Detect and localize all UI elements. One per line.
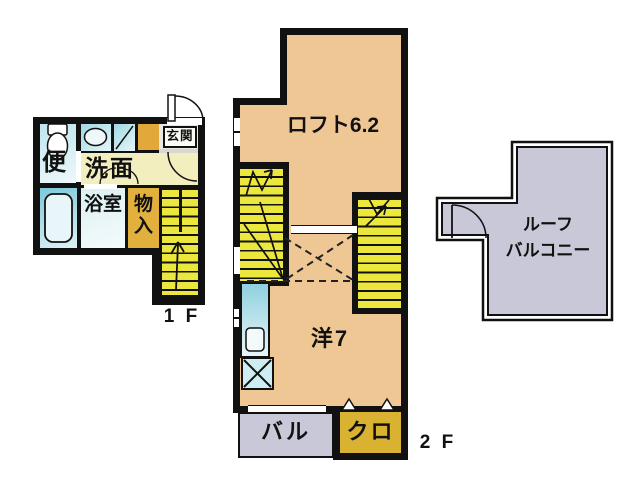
- storage-room: [128, 188, 159, 248]
- bathroom-label: 浴室: [83, 194, 122, 215]
- closet-2f: [340, 412, 401, 453]
- window-marker: [234, 133, 240, 146]
- staircase-2f-right: [352, 192, 408, 314]
- entrance-label-box: 玄関: [163, 126, 197, 148]
- staircase-2f-right-steps: [358, 198, 401, 308]
- roof-door-arc: [451, 204, 487, 239]
- laundry-pan: [114, 124, 135, 151]
- toilet-door-opening: [76, 151, 81, 182]
- window-marker: [234, 309, 239, 317]
- sink-counter: [81, 124, 111, 151]
- washroom-label: 洗面: [85, 155, 135, 181]
- balcony-window: [248, 405, 326, 413]
- bathroom-room: [81, 188, 125, 248]
- entrance-door-opening: [167, 118, 202, 125]
- refrigerator-space: [241, 357, 274, 390]
- staircase-1f-divider: [179, 188, 182, 232]
- roof-balcony-label: ルーフ バルコニー: [484, 212, 612, 264]
- roof-balcony-label-line1: ルーフ: [523, 215, 573, 234]
- entrance-label: 玄関: [166, 129, 194, 144]
- window-marker: [234, 319, 239, 327]
- threshold-opening: [291, 225, 357, 234]
- kitchen-counter: [240, 282, 270, 358]
- entrance-step-strip: [159, 149, 198, 153]
- window-marker: [234, 118, 240, 131]
- balcony-label: バル: [260, 419, 311, 444]
- floor1-label: 1 F: [163, 306, 201, 327]
- toilet-label: 便: [42, 149, 66, 176]
- counter-box: [138, 124, 159, 150]
- bathroom-door-opening: [84, 184, 117, 189]
- roof-balcony-label-line2: バルコニー: [505, 241, 591, 260]
- staircase-2f-left: [240, 162, 289, 286]
- bathtub-room: [40, 188, 77, 248]
- floor2-label: 2 F: [419, 432, 457, 453]
- closet-label: クロ: [346, 419, 395, 444]
- storage-label: 物入: [133, 194, 153, 237]
- window-marker: [234, 247, 240, 274]
- balcony-2f: [238, 412, 334, 458]
- loft-label: ロフト6.2: [286, 114, 380, 137]
- room7-label: 洋7: [310, 326, 350, 351]
